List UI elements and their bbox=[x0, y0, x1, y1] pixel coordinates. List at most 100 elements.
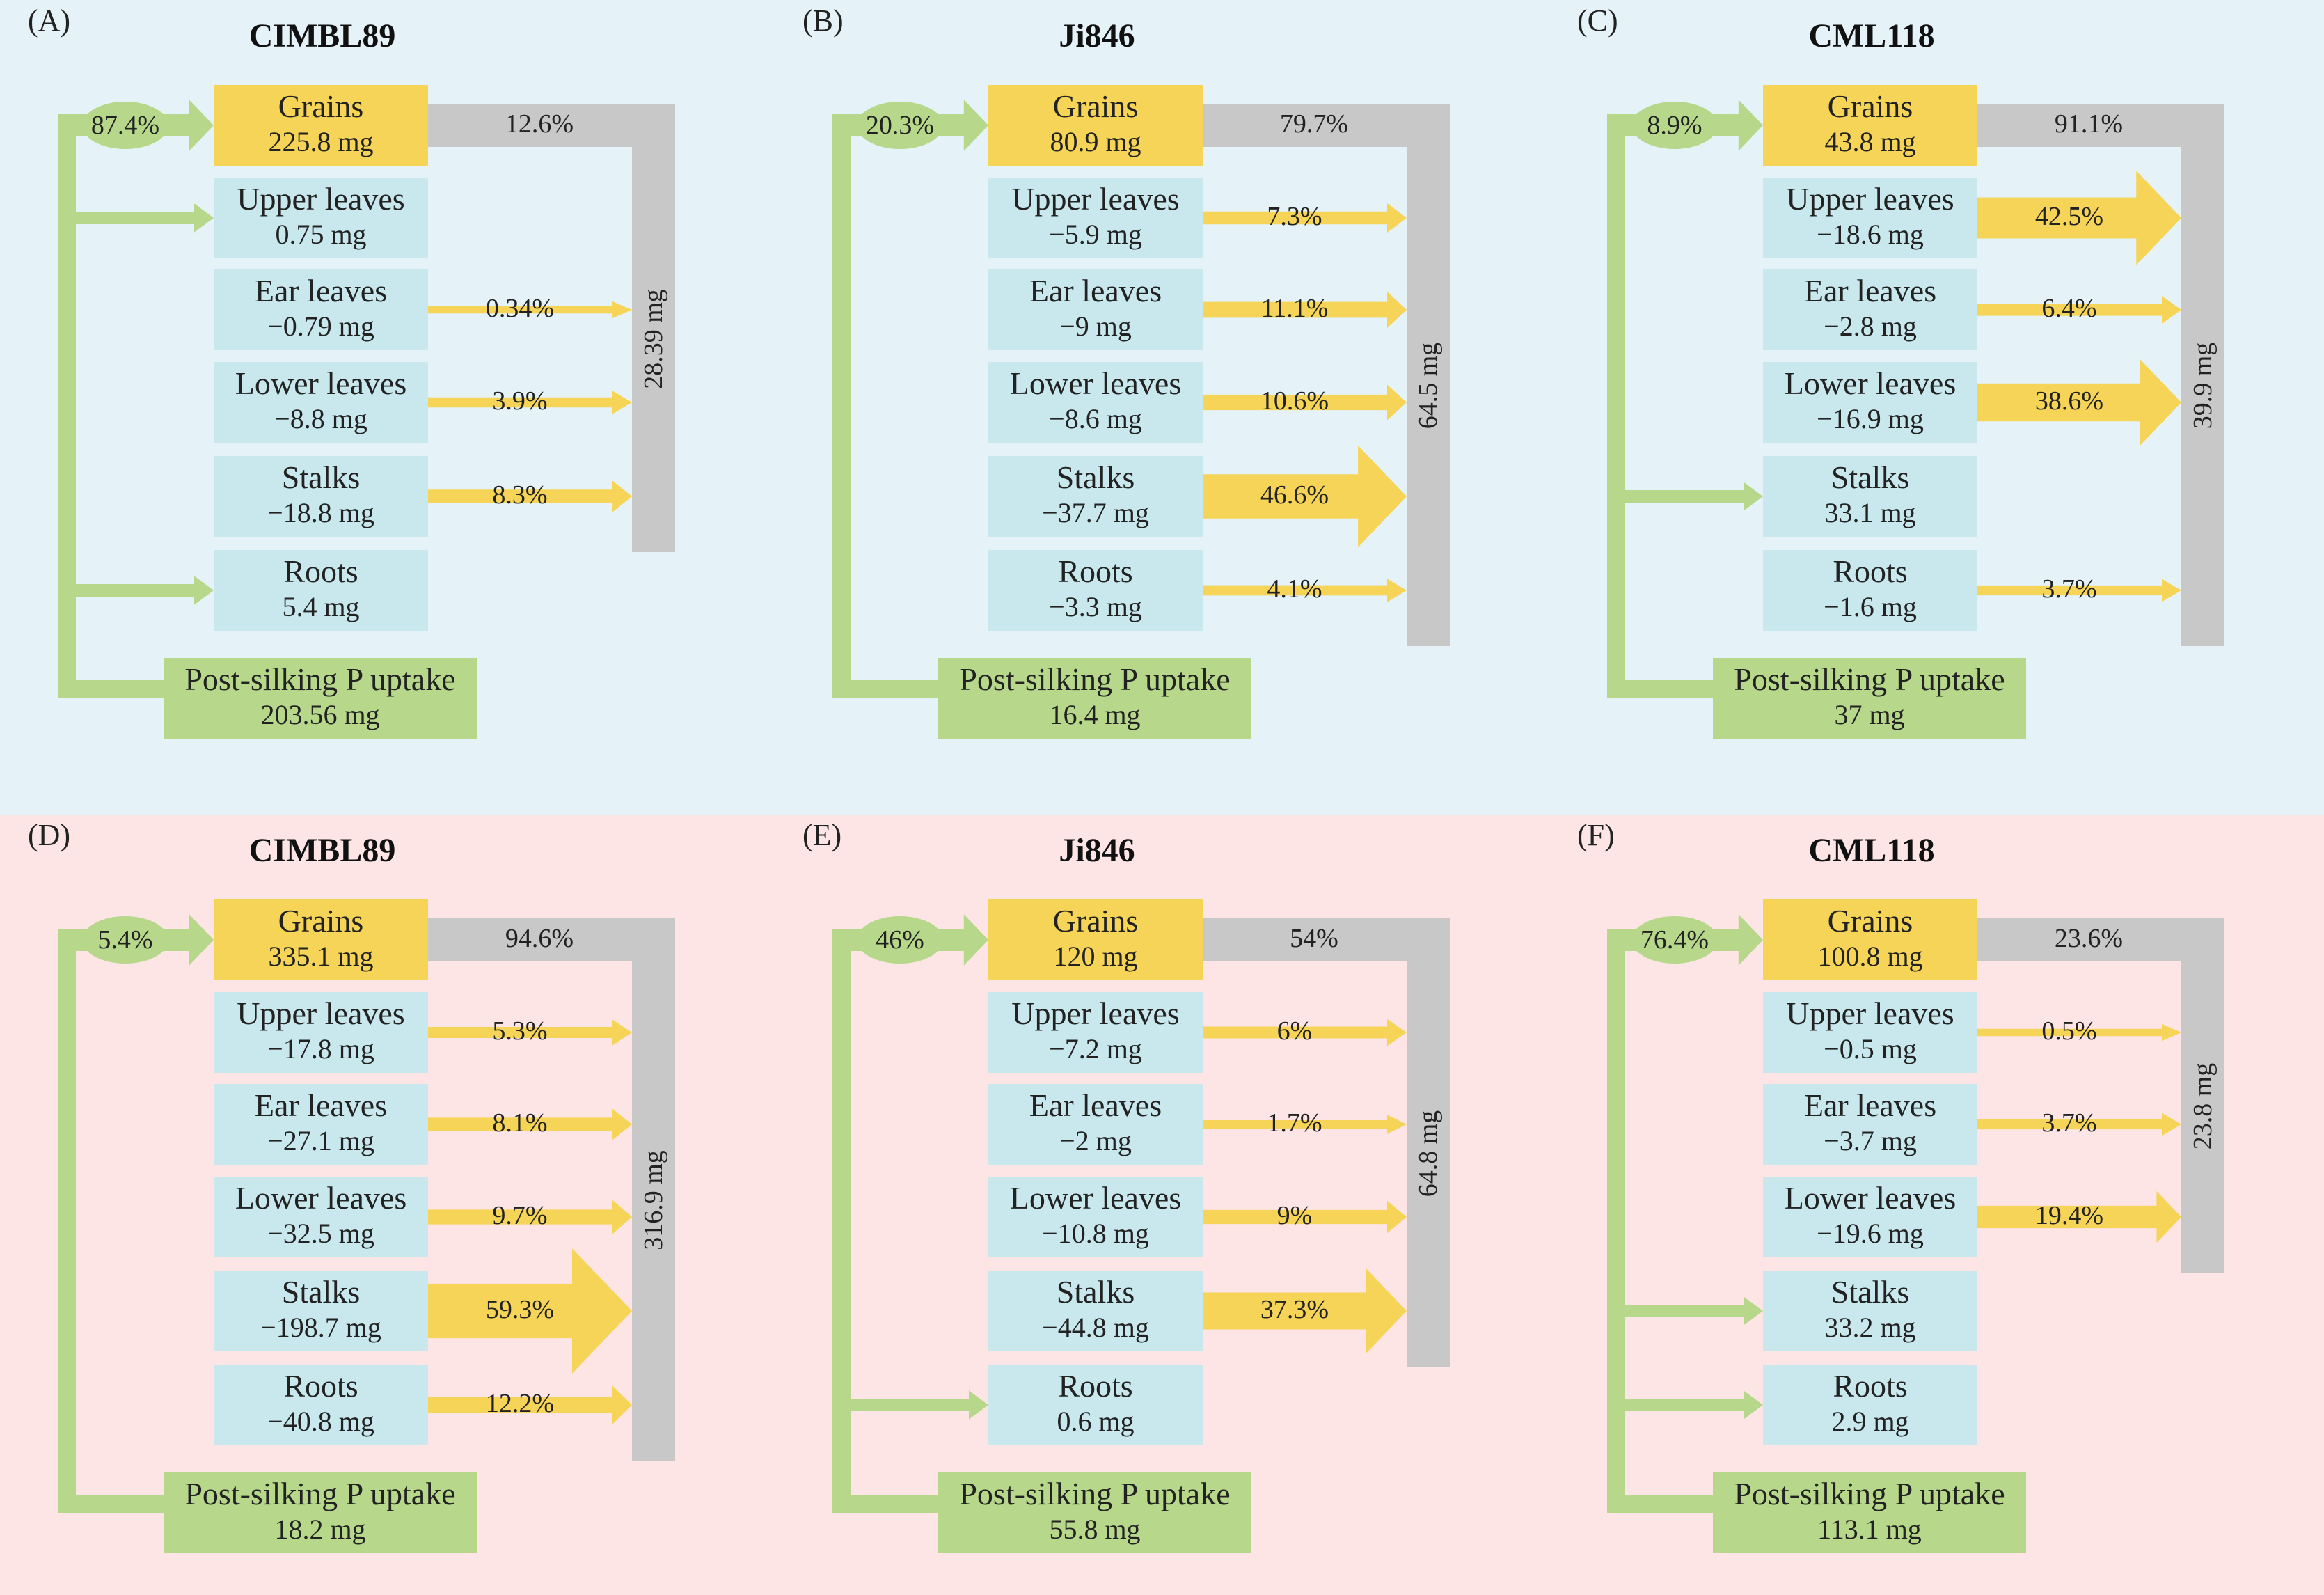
stalks-remob-pct: 46.6% bbox=[1260, 480, 1329, 510]
roots-value: 0.6 mg bbox=[1057, 1406, 1135, 1437]
stalks-label: Stalks bbox=[1831, 1274, 1910, 1310]
lower-leaves-remob-pct: 9.7% bbox=[492, 1201, 548, 1230]
uptake-trunk bbox=[58, 931, 214, 1513]
upper-leaves-remob-arrow bbox=[1203, 203, 1407, 233]
stalks-value: 33.2 mg bbox=[1824, 1312, 1916, 1343]
grains-value: 335.1 mg bbox=[268, 941, 374, 972]
upper-leaves-label: Upper leaves bbox=[237, 181, 405, 217]
lower-leaves-remob-pct: 19.4% bbox=[2034, 1201, 2104, 1230]
lower-leaves-remob-pct: 38.6% bbox=[2034, 386, 2104, 416]
lower-leaves-remob-arrow bbox=[1203, 384, 1407, 421]
lower-leaves-remob-pct: 3.9% bbox=[492, 386, 548, 416]
upper-leaves-uptake-arrow bbox=[67, 203, 214, 233]
lower-leaves-label: Lower leaves bbox=[235, 366, 407, 401]
lower-leaves-value: −10.8 mg bbox=[1042, 1218, 1149, 1249]
uptake-value: 203.56 mg bbox=[260, 699, 380, 730]
total-remobilized: 64.8 mg bbox=[1414, 1110, 1443, 1197]
grains-value: 120 mg bbox=[1053, 941, 1138, 972]
stalks-value: 33.1 mg bbox=[1824, 497, 1916, 528]
ear-leaves-box: Ear leaves−0.79 mg bbox=[214, 269, 428, 350]
grains-value: 225.8 mg bbox=[268, 126, 374, 157]
panel-letter: (E) bbox=[803, 818, 842, 852]
roots-value: −1.6 mg bbox=[1824, 591, 1917, 622]
uptake-value: 16.4 mg bbox=[1049, 699, 1141, 730]
grains-value: 80.9 mg bbox=[1050, 126, 1141, 157]
uptake-share-label: 87.4% bbox=[90, 111, 160, 140]
lower-leaves-label: Lower leaves bbox=[235, 1180, 407, 1216]
uptake-share-label: 76.4% bbox=[1640, 925, 1709, 954]
lower-leaves-box: Lower leaves−16.9 mg bbox=[1763, 362, 1977, 443]
lower-leaves-remob-arrow bbox=[1203, 1200, 1407, 1234]
ear-leaves-label: Ear leaves bbox=[1029, 273, 1162, 308]
remobilization-share: 79.7% bbox=[1279, 109, 1349, 139]
roots-value: −40.8 mg bbox=[267, 1406, 374, 1437]
roots-uptake-arrow bbox=[1616, 1390, 1763, 1420]
uptake-share-oval bbox=[1631, 102, 1718, 149]
roots-remob-arrow bbox=[1977, 579, 2181, 602]
stalks-value: −18.8 mg bbox=[267, 497, 374, 528]
stalks-label: Stalks bbox=[281, 1274, 361, 1310]
lower-leaves-box: Lower leaves−19.6 mg bbox=[1763, 1177, 1977, 1257]
upper-leaves-remob-pct: 7.3% bbox=[1267, 202, 1322, 231]
roots-label: Roots bbox=[1058, 553, 1133, 589]
upper-leaves-remob-arrow bbox=[1203, 1019, 1407, 1046]
grains-label: Grains bbox=[1052, 88, 1139, 124]
uptake-trunk bbox=[832, 116, 988, 698]
upper-leaves-label: Upper leaves bbox=[1786, 181, 1954, 217]
ear-leaves-label: Ear leaves bbox=[1803, 1087, 1937, 1123]
stalks-box: Stalks−18.8 mg bbox=[214, 456, 428, 537]
uptake-value: 37 mg bbox=[1834, 699, 1905, 730]
stalks-remob-pct: 8.3% bbox=[492, 480, 548, 510]
lower-leaves-remob-arrow bbox=[428, 391, 632, 414]
lower-leaves-value: −19.6 mg bbox=[1817, 1218, 1924, 1249]
roots-uptake-arrow bbox=[841, 1390, 988, 1420]
panel-letter: (C) bbox=[1577, 3, 1618, 38]
stalks-remob-arrow bbox=[1203, 445, 1407, 548]
upper-leaves-remob-pct: 5.3% bbox=[492, 1016, 548, 1046]
upper-leaves-label: Upper leaves bbox=[237, 996, 405, 1031]
stalks-label: Stalks bbox=[1831, 459, 1910, 495]
stalks-label: Stalks bbox=[1056, 1274, 1135, 1310]
total-remobilized: 64.5 mg bbox=[1414, 342, 1443, 430]
ear-leaves-value: −3.7 mg bbox=[1824, 1125, 1917, 1156]
stalks-remob-pct: 59.3% bbox=[485, 1295, 555, 1324]
lower-leaves-remob-arrow bbox=[1977, 359, 2181, 446]
roots-value: −3.3 mg bbox=[1049, 591, 1142, 622]
stalks-box: Stalks−198.7 mg bbox=[214, 1271, 428, 1351]
grains-label: Grains bbox=[1827, 903, 1913, 938]
grains-label: Grains bbox=[278, 903, 364, 938]
roots-box: Roots−40.8 mg bbox=[214, 1365, 428, 1445]
upper-leaves-value: −0.5 mg bbox=[1824, 1033, 1917, 1064]
lower-leaves-remob-arrow bbox=[428, 1200, 632, 1234]
roots-label: Roots bbox=[283, 553, 358, 589]
upper-leaves-value: 0.75 mg bbox=[275, 219, 367, 250]
panel-title: CML118 bbox=[1808, 17, 1935, 54]
remobilization-share: 91.1% bbox=[2054, 109, 2124, 139]
ear-leaves-remob-pct: 0.34% bbox=[485, 294, 555, 323]
upper-leaves-remob-arrow bbox=[1977, 1023, 2181, 1042]
panel-title: CIMBL89 bbox=[248, 17, 396, 54]
upper-leaves-remob-pct: 0.5% bbox=[2041, 1016, 2097, 1046]
uptake-trunk bbox=[58, 116, 214, 698]
panel-letter: (D) bbox=[28, 818, 71, 852]
lower-leaves-box: Lower leaves−8.6 mg bbox=[988, 362, 1203, 443]
panel-letter: (A) bbox=[28, 3, 71, 38]
upper-leaves-box: Upper leaves−7.2 mg bbox=[988, 992, 1203, 1073]
grains-value: 43.8 mg bbox=[1824, 126, 1916, 157]
panel-title: CML118 bbox=[1808, 832, 1935, 869]
uptake-label: Post-silking P uptake bbox=[184, 1476, 456, 1511]
ear-leaves-value: −0.79 mg bbox=[267, 311, 374, 342]
